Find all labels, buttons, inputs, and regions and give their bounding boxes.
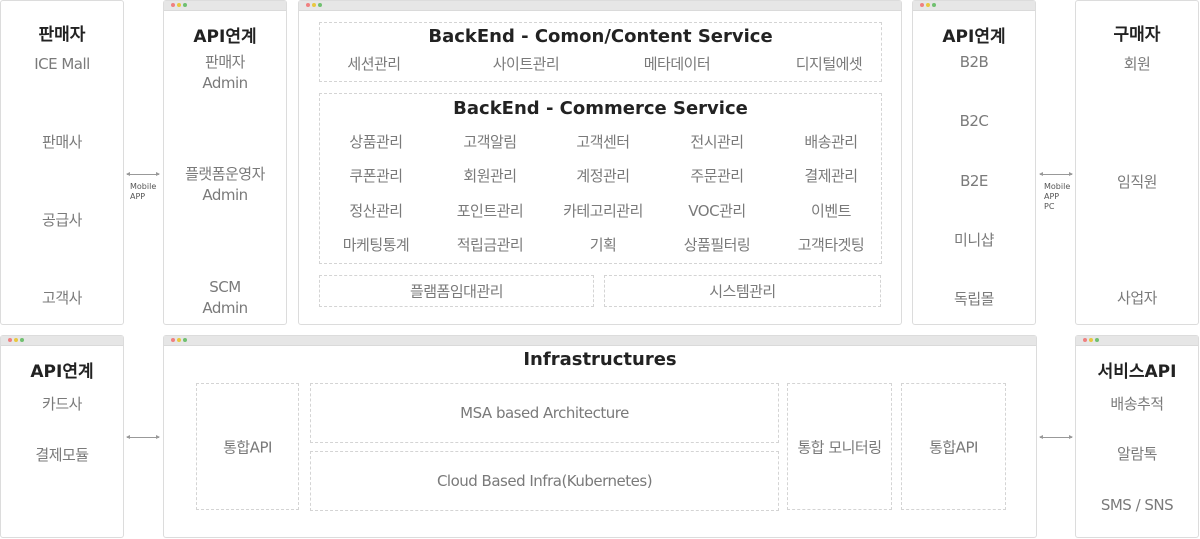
infra-right-api-box: 통합API bbox=[901, 383, 1006, 510]
seller-item-supplier: 공급사 bbox=[42, 211, 82, 229]
api-left-scm-admin-line1: SCM bbox=[209, 278, 241, 296]
api-right-panel: API연계 B2B B2C B2E 미니샵 독립몰 bbox=[912, 0, 1036, 325]
cloud-infra-box: Cloud Based Infra(Kubernetes) bbox=[310, 451, 779, 511]
window-dots bbox=[920, 3, 936, 8]
commerce-item: 전시관리 bbox=[690, 133, 744, 151]
buyer-member: 회원 bbox=[1123, 55, 1151, 73]
commerce-item: 적립금관리 bbox=[456, 236, 524, 254]
msa-box: MSA based Architecture bbox=[310, 383, 779, 443]
seller-item-customer: 고객사 bbox=[42, 289, 82, 307]
system-management-label: 시스템관리 bbox=[709, 282, 776, 301]
seller-item-seller-company: 판매사 bbox=[42, 133, 82, 151]
window-dots bbox=[171, 3, 187, 8]
arrow-api-infra bbox=[126, 435, 160, 439]
api-left-scm-admin-line2: Admin bbox=[202, 299, 248, 317]
api-left-platform-admin-line1: 플랫폼운영자 bbox=[185, 165, 265, 183]
monitoring-label: 통합 모니터링 bbox=[797, 438, 882, 456]
backend-panel: BackEnd - Comon/Content Service 세션관리 사이트… bbox=[298, 0, 902, 325]
commerce-item: 상품필터링 bbox=[683, 236, 751, 254]
commerce-item: 카테고리관리 bbox=[563, 202, 643, 220]
buyer-title: 구매자 bbox=[1113, 25, 1161, 45]
commerce-item: VOC관리 bbox=[688, 202, 746, 220]
window-dots bbox=[171, 338, 187, 343]
cloud-infra-label: Cloud Based Infra(Kubernetes) bbox=[436, 472, 653, 490]
arrow-api-buyer bbox=[1039, 172, 1073, 176]
system-management-box: 시스템관리 bbox=[604, 275, 881, 307]
backend-common-title: BackEnd - Comon/Content Service bbox=[428, 26, 773, 47]
api-left-panel: API연계 판매자 Admin 플랫폼운영자 Admin SCM Admin bbox=[163, 0, 287, 325]
seller-title: 판매자 bbox=[38, 25, 86, 45]
window-dots bbox=[1083, 338, 1099, 343]
api-right-b2c: B2C bbox=[959, 112, 989, 130]
api-right-b2e: B2E bbox=[960, 172, 988, 190]
seller-panel: 판매자 ICE Mall 판매사 공급사 고객사 bbox=[0, 0, 124, 325]
api-bottom-panel: API연계 카드사 결제모듈 bbox=[0, 335, 124, 538]
commerce-item: 계정관리 bbox=[576, 167, 630, 185]
commerce-item: 이벤트 bbox=[811, 202, 851, 220]
commerce-item: 고객센터 bbox=[576, 133, 630, 151]
buyer-business: 사업자 bbox=[1117, 289, 1157, 307]
seller-item-ice-mall: ICE Mall bbox=[34, 55, 90, 73]
service-api-delivery-tracking: 배송추적 bbox=[1110, 395, 1164, 413]
infra-right-api-label: 통합API bbox=[929, 438, 978, 456]
api-right-minishop: 미니샵 bbox=[954, 231, 994, 249]
service-api-alimtalk: 알람톡 bbox=[1117, 445, 1157, 463]
commerce-item: 결제관리 bbox=[804, 167, 858, 185]
backend-common-session: 세션관리 bbox=[347, 55, 401, 73]
api-right-independent-mall: 독립몰 bbox=[954, 290, 994, 308]
commerce-item: 고객알림 bbox=[463, 133, 517, 151]
commerce-item: 기획 bbox=[589, 236, 617, 254]
commerce-item: 포인트관리 bbox=[456, 202, 524, 220]
window-dots bbox=[306, 3, 322, 8]
backend-common-box: BackEnd - Comon/Content Service 세션관리 사이트… bbox=[319, 22, 882, 82]
api-bottom-card-company: 카드사 bbox=[42, 395, 82, 413]
api-left-title: API연계 bbox=[193, 27, 257, 47]
arrow-infra-service bbox=[1039, 435, 1073, 439]
platform-rental-box: 플램폼임대관리 bbox=[319, 275, 594, 307]
api-left-platform-admin-line2: Admin bbox=[202, 186, 248, 204]
commerce-item: 정산관리 bbox=[349, 202, 403, 220]
commerce-item: 마케팅통계 bbox=[342, 236, 410, 254]
arrow-label-mobile-app-left: Mobile APP bbox=[130, 182, 157, 201]
api-left-seller-admin-line1: 판매자 bbox=[205, 53, 245, 71]
buyer-employee: 임직원 bbox=[1117, 173, 1157, 191]
commerce-item: 주문관리 bbox=[690, 167, 744, 185]
api-left-seller-admin-line2: Admin bbox=[202, 74, 248, 92]
api-right-b2b: B2B bbox=[959, 53, 989, 71]
service-api-sms-sns: SMS / SNS bbox=[1100, 496, 1174, 514]
service-api-title: 서비스API bbox=[1097, 362, 1177, 382]
infra-left-api-box: 통합API bbox=[196, 383, 299, 510]
commerce-item: 고객타겟팅 bbox=[797, 236, 865, 254]
arrow-seller-api bbox=[126, 172, 160, 176]
window-dots bbox=[8, 338, 24, 343]
api-right-title: API연계 bbox=[942, 27, 1006, 47]
platform-rental-label: 플램폼임대관리 bbox=[409, 282, 504, 301]
commerce-item: 쿠폰관리 bbox=[349, 167, 403, 185]
backend-commerce-title: BackEnd - Commerce Service bbox=[453, 98, 748, 119]
infra-left-api-label: 통합API bbox=[223, 438, 272, 456]
service-api-panel: 서비스API 배송추적 알람톡 SMS / SNS bbox=[1075, 335, 1199, 538]
backend-common-metadata: 메타데이터 bbox=[643, 55, 711, 73]
api-bottom-title: API연계 bbox=[30, 362, 94, 382]
commerce-item: 회원관리 bbox=[463, 167, 517, 185]
monitoring-box: 통합 모니터링 bbox=[787, 383, 892, 510]
infra-panel: Infrastructures 통합API MSA based Architec… bbox=[163, 335, 1037, 538]
commerce-item: 배송관리 bbox=[804, 133, 858, 151]
commerce-item: 상품관리 bbox=[349, 133, 403, 151]
backend-commerce-box: BackEnd - Commerce Service 상품관리 고객알림 고객센… bbox=[319, 93, 882, 264]
msa-label: MSA based Architecture bbox=[460, 404, 629, 422]
api-bottom-payment-module: 결제모듈 bbox=[35, 446, 89, 464]
infra-title: Infrastructures bbox=[523, 349, 677, 370]
arrow-label-mobile-app-pc-right: Mobile APP PC bbox=[1044, 182, 1071, 211]
backend-common-site: 사이트관리 bbox=[492, 55, 560, 73]
backend-common-digital-asset: 디지털에셋 bbox=[795, 55, 863, 73]
buyer-panel: 구매자 회원 임직원 사업자 bbox=[1075, 0, 1199, 325]
